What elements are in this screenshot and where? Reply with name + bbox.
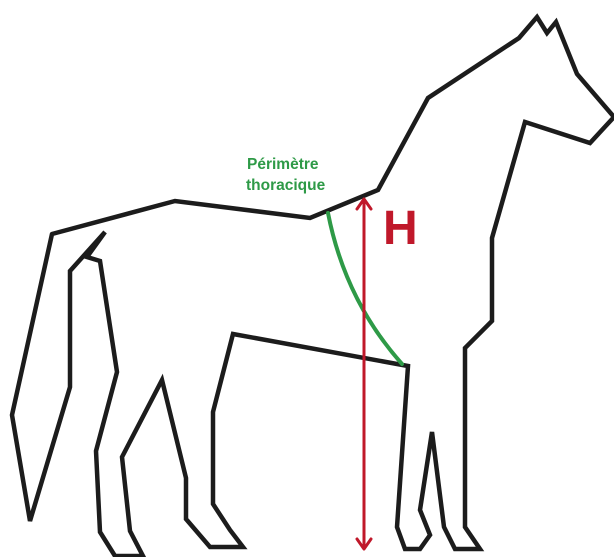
height-arrow-top-head [355, 197, 373, 211]
girth-line [326, 211, 404, 366]
height-arrow [355, 197, 373, 551]
girth-label-line1: Périmètre [247, 156, 319, 173]
height-label: H [383, 202, 418, 255]
girth-label-line2: thoracique [246, 177, 326, 194]
height-arrow-bottom-head [355, 537, 373, 551]
horse-body-outline [9, 13, 614, 557]
